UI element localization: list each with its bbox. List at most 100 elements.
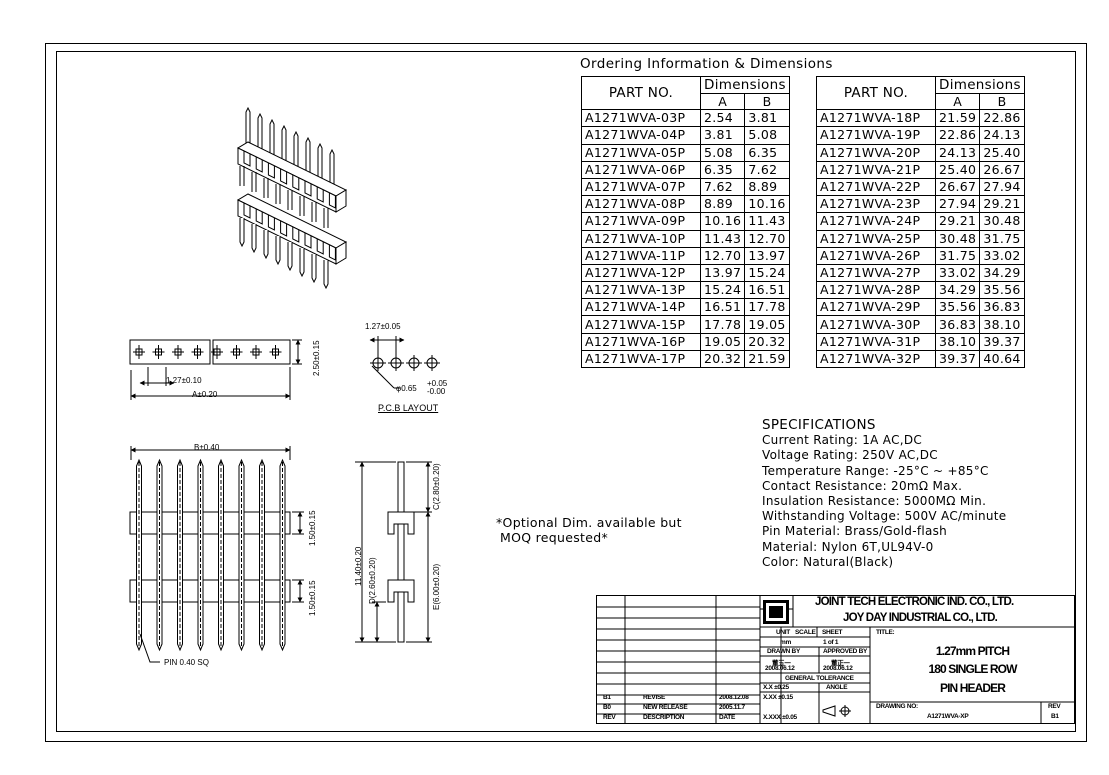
note-line-1: *Optional Dim. available but <box>496 515 682 530</box>
spec-line: Voltage Rating: 250V AC,DC <box>762 448 938 463</box>
top-view <box>129 339 302 400</box>
part-number-cell: A1271WVA-24P <box>816 212 936 231</box>
dim-a-cell: 38.10 <box>934 332 981 351</box>
dim-a-cell: 8.89 <box>699 195 746 214</box>
dim-b-cell: 26.67 <box>979 160 1025 179</box>
dim-b-cell: 39.37 <box>979 332 1025 351</box>
part-number-cell: A1271WVA-13P <box>581 281 701 300</box>
approved-by-name: 董正一 <box>831 660 850 667</box>
dim-b-cell: 8.89 <box>744 177 790 197</box>
description-cell: NEW RELEASE <box>643 704 688 711</box>
pin-marker <box>133 345 145 359</box>
pin-marker <box>211 345 223 359</box>
dim-a-cell: 11.43 <box>699 229 746 248</box>
dim-a-cell: 16.51 <box>699 298 746 317</box>
dim-a-cell: 34.29 <box>934 281 981 300</box>
dim-b-cell: 7.62 <box>744 160 790 179</box>
title-block-grid <box>597 596 1074 723</box>
spec-line: Color: Natural(Black) <box>762 554 894 569</box>
hole-tol-plus: +0.05 <box>427 379 448 388</box>
part-number-cell: A1271WVA-17P <box>581 349 701 369</box>
dim-b-header: B <box>979 93 1025 111</box>
spec-line: Withstanding Voltage: 500V AC/minute <box>762 509 1007 524</box>
dim-b-cell: 20.32 <box>744 332 790 351</box>
title-block: JOINT TECH ELECTRONIC IND. CO., LTD. JOY… <box>596 595 1075 724</box>
drawing-number: A1271WVA-XP <box>927 713 969 720</box>
h2-dimension-label: 1.50±0.15 <box>308 580 317 616</box>
part-number-cell: A1271WVA-29P <box>816 298 936 317</box>
part-number-cell: A1271WVA-14P <box>581 298 701 317</box>
rev-cell: B0 <box>603 704 611 711</box>
dim-a-cell: 13.97 <box>699 263 746 283</box>
part-number-cell: A1271WVA-32P <box>816 349 936 369</box>
side-view <box>355 461 432 643</box>
iso-pin-bottom <box>239 218 245 248</box>
iso-pin-mid <box>323 208 329 228</box>
iso-pin-mid <box>311 202 317 222</box>
header-pin <box>279 458 286 652</box>
dimensions-header: Dimensions <box>935 75 1025 95</box>
dim-b-cell: 34.29 <box>979 263 1025 283</box>
dim-a-cell: 30.48 <box>934 229 981 248</box>
dim-a-header: A <box>699 93 746 111</box>
ordering-title: Ordering Information & Dimensions <box>580 56 833 72</box>
dim-b-cell: 17.78 <box>744 298 790 317</box>
iso-notch <box>316 187 324 203</box>
dim-b-header: B <box>744 93 790 111</box>
part-number-cell: A1271WVA-04P <box>581 126 701 145</box>
dim-a-cell: 25.40 <box>934 160 981 179</box>
iso-notch <box>267 163 275 179</box>
iso-body-lower-side <box>335 241 347 265</box>
unit-label: UNIT <box>776 629 790 636</box>
pin-marker <box>230 345 243 359</box>
dim-b-cell: 19.05 <box>744 315 790 334</box>
date-cell: DATE <box>719 714 736 721</box>
part-number-cell: A1271WVA-25P <box>816 229 936 248</box>
date-cell: 2008.12.08 <box>719 694 749 701</box>
description-cell: DESCRIPTION <box>643 714 685 721</box>
dim-b-cell: 3.81 <box>744 109 790 128</box>
title-label: TITLE: <box>876 629 895 636</box>
c-dimension-label: C(2.80±0.20) <box>432 463 441 510</box>
iso-pin-bottom <box>251 224 257 254</box>
spec-line: Current Rating: 1A AC,DC <box>762 433 923 448</box>
header-pin <box>136 458 142 652</box>
dim-a-cell: 12.70 <box>699 246 746 265</box>
part-number-cell: A1271WVA-23P <box>816 195 936 214</box>
pitch-bottom-label: 1.27±0.10 <box>166 376 202 385</box>
rev-cell: REV <box>603 714 616 721</box>
front-view <box>129 446 304 663</box>
iso-body-upper-side <box>335 189 347 213</box>
part-number-cell: A1271WVA-28P <box>816 281 936 300</box>
note-line-2: MOQ requested* <box>500 530 609 545</box>
part-number-cell: A1271WVA-16P <box>581 332 701 351</box>
dim-a-cell: 29.21 <box>934 212 981 231</box>
dim-b-cell: 35.56 <box>979 281 1025 300</box>
part-no-header: PART NO. <box>581 75 701 111</box>
part-no-header: PART NO. <box>816 75 936 111</box>
isometric-view <box>236 106 348 290</box>
drawing-no-label: DRAWING NO: <box>876 703 918 710</box>
part-number-cell: A1271WVA-27P <box>816 263 936 283</box>
iso-pin-mid <box>263 178 269 198</box>
pcb-hole <box>406 355 422 371</box>
iso-pin-bottom <box>299 248 305 278</box>
dim-a-cell: 21.59 <box>934 109 981 128</box>
dim-a-cell: 27.94 <box>934 195 981 214</box>
approved-date: 2008.06.12 <box>823 665 853 672</box>
dim-a-cell: 2.54 <box>699 109 746 128</box>
iso-notch <box>292 175 300 191</box>
header-pin <box>197 458 204 652</box>
